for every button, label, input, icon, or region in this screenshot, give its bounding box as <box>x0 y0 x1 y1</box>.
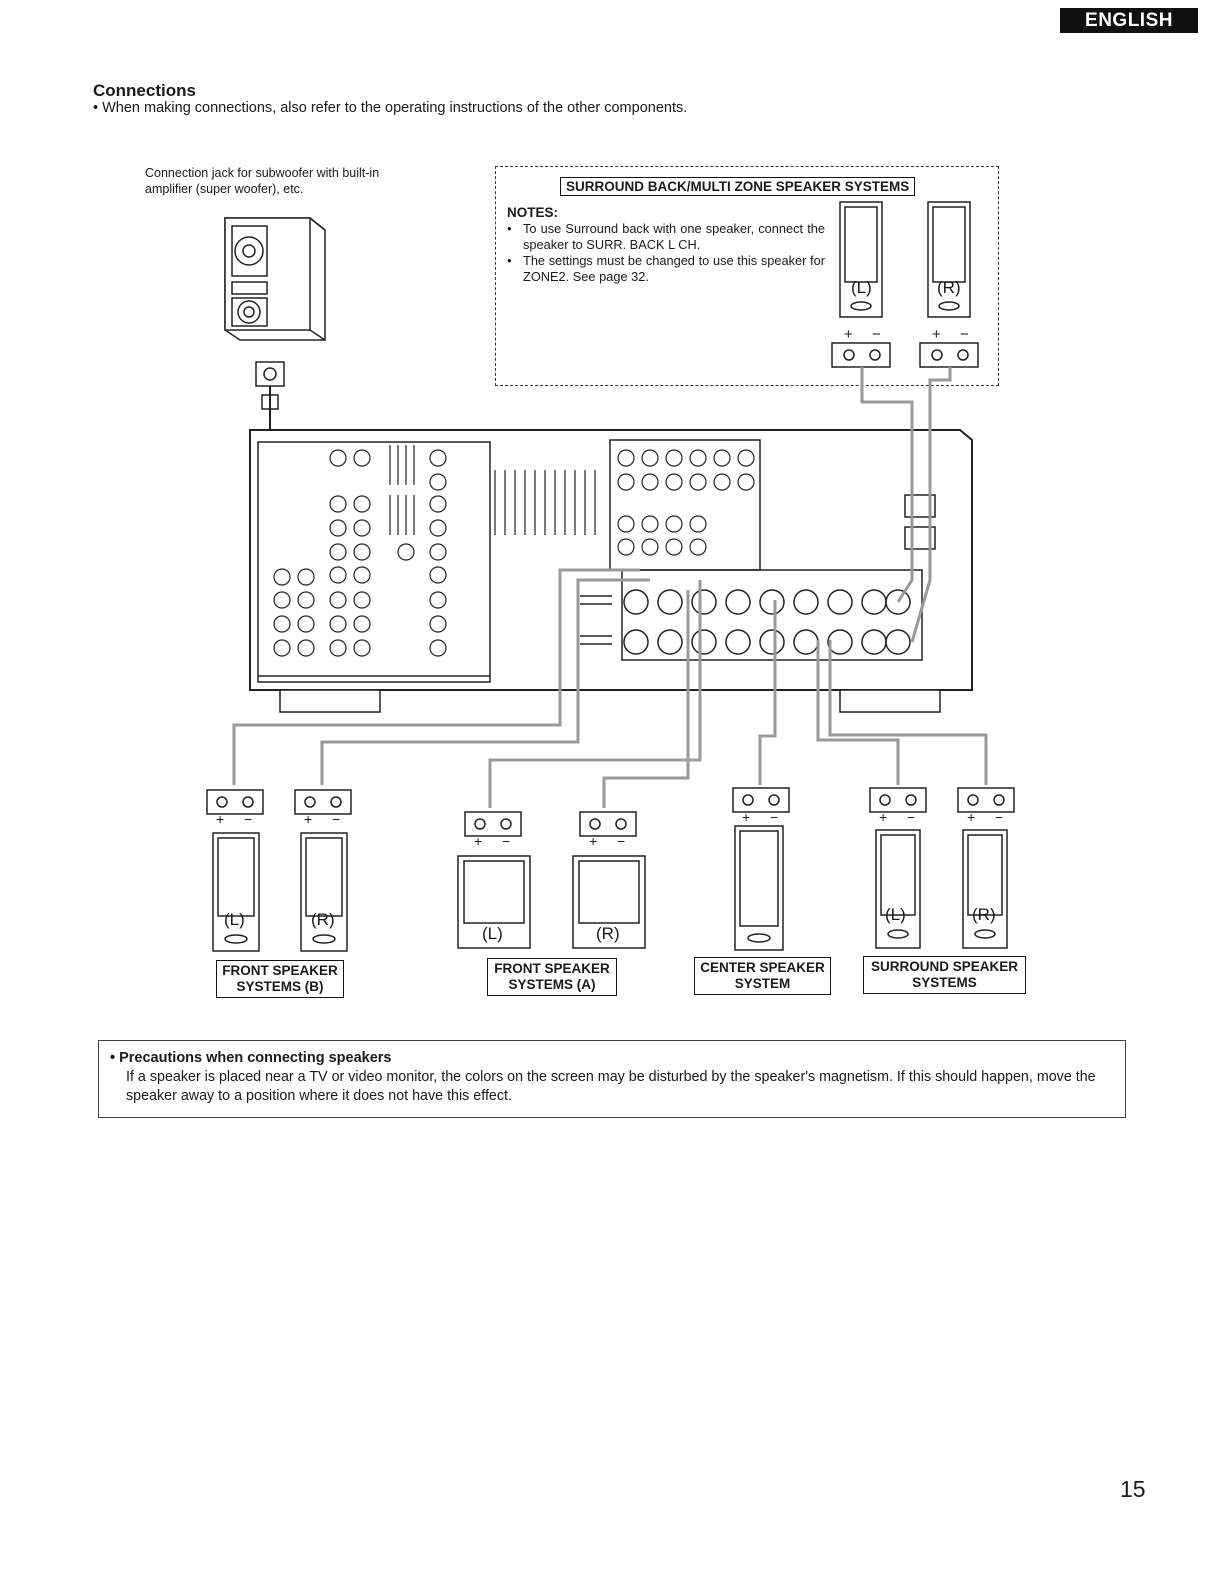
polarity-minus: − <box>872 326 881 343</box>
subwoofer-caption: Connection jack for subwoofer with built… <box>145 165 435 197</box>
front-b-speakers-icon <box>206 789 352 952</box>
note-item: To use Surround back with one speaker, c… <box>507 221 825 253</box>
polarity-minus: − <box>960 326 969 343</box>
label-r: (R) <box>937 278 961 297</box>
surround-back-box <box>495 166 999 386</box>
polarity-plus: + <box>742 809 751 825</box>
caption-line: CENTER SPEAKER <box>700 960 825 975</box>
notes-list: To use Surround back with one speaker, c… <box>507 221 825 285</box>
precautions-heading: • Precautions when connecting speakers <box>110 1050 392 1066</box>
caption-line: SYSTEMS (B) <box>236 979 324 994</box>
subwoofer-caption-line2: amplifier (super woofer), etc. <box>145 182 304 196</box>
surround-back-speakers-icon <box>831 201 979 368</box>
label-l: (L) <box>885 905 906 924</box>
language-tab: ENGLISH <box>1060 8 1198 33</box>
label-r: (R) <box>972 905 996 924</box>
subwoofer-icon <box>224 217 326 341</box>
polarity-minus: − <box>502 833 511 849</box>
polarity-minus: − <box>617 833 626 849</box>
polarity-plus: + <box>879 809 888 825</box>
label-l: (L) <box>224 910 245 929</box>
polarity-plus: + <box>304 811 313 827</box>
polarity-plus: + <box>474 833 483 849</box>
note-item: The settings must be changed to use this… <box>507 253 825 285</box>
label-r: (R) <box>596 924 620 943</box>
polarity-plus: + <box>216 811 225 827</box>
polarity-plus: + <box>844 326 853 343</box>
caption-line: SYSTEMS (A) <box>508 977 596 992</box>
page-number: 15 <box>1120 1476 1146 1502</box>
caption-front-a: FRONT SPEAKER SYSTEMS (A) <box>487 958 617 996</box>
center-speaker-icon <box>732 787 790 951</box>
caption-line: FRONT SPEAKER <box>494 961 610 976</box>
caption-line: FRONT SPEAKER <box>222 963 338 978</box>
polarity-plus: + <box>589 833 598 849</box>
polarity-plus: + <box>932 326 941 343</box>
polarity-plus: + <box>967 809 976 825</box>
caption-line: SURROUND SPEAKER <box>870 959 1019 974</box>
intro-text: • When making connections, also refer to… <box>93 100 688 116</box>
caption-front-b: FRONT SPEAKER SYSTEMS (B) <box>216 960 344 998</box>
caption-surround: SURROUND SPEAKER SYSTEMS <box>863 956 1026 994</box>
label-r: (R) <box>311 910 335 929</box>
label-l: (L) <box>851 278 872 297</box>
polarity-minus: − <box>244 811 253 827</box>
receiver-rear-panel-icon <box>249 429 973 713</box>
polarity-minus: − <box>770 809 779 825</box>
precautions-box <box>98 1040 1126 1118</box>
section-title: Connections <box>93 81 196 100</box>
front-a-speakers-icon <box>457 811 646 949</box>
surround-speakers-icon <box>869 787 1015 949</box>
polarity-minus: − <box>995 809 1004 825</box>
caption-center: CENTER SPEAKER SYSTEM <box>694 957 831 995</box>
surround-back-title: SURROUND BACK/MULTI ZONE SPEAKER SYSTEMS <box>560 177 916 196</box>
polarity-minus: − <box>332 811 341 827</box>
caption-line: SYSTEM <box>734 976 791 991</box>
caption-line: SYSTEMS <box>912 975 977 990</box>
polarity-minus: − <box>907 809 916 825</box>
subwoofer-jack-icon <box>255 361 285 387</box>
subwoofer-caption-line1: Connection jack for subwoofer with built… <box>145 166 380 180</box>
precautions-text: If a speaker is placed near a TV or vide… <box>126 1069 1096 1104</box>
notes-heading: NOTES: <box>507 205 559 220</box>
label-l: (L) <box>482 924 503 943</box>
